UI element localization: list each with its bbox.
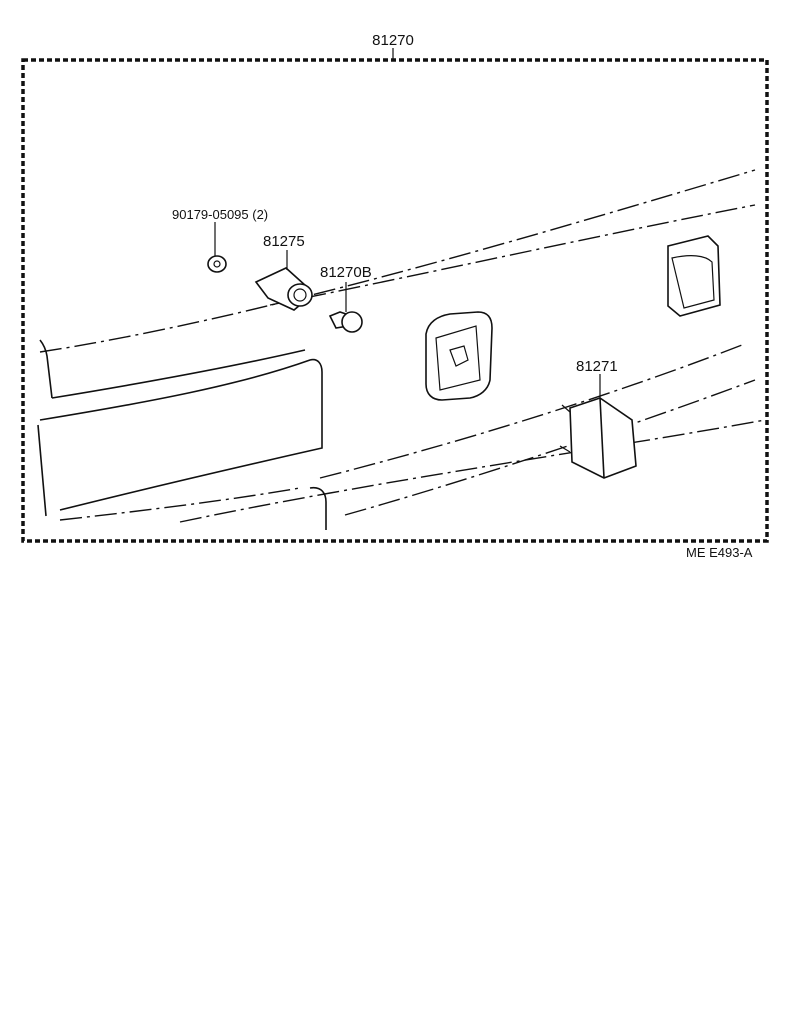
body-panel-lines — [37, 169, 766, 530]
assembly-part-number: 81270 — [372, 32, 414, 49]
assembly-frame — [21, 58, 769, 543]
lamp-lens-icon — [559, 397, 637, 479]
socket-part-number: 81275 — [263, 233, 305, 250]
screw-part-number: 90179-05095 (2) — [172, 207, 268, 222]
bulb-part-number: 81270B — [320, 264, 372, 281]
lamp-housing-icon — [667, 235, 721, 317]
screw-icon — [207, 255, 227, 273]
diagram-code: ME E493-A — [686, 545, 753, 560]
bulb-socket-icon — [254, 267, 313, 311]
lens-part-number: 81271 — [576, 358, 618, 375]
gasket-icon — [425, 311, 493, 401]
bulb-icon — [328, 311, 363, 333]
